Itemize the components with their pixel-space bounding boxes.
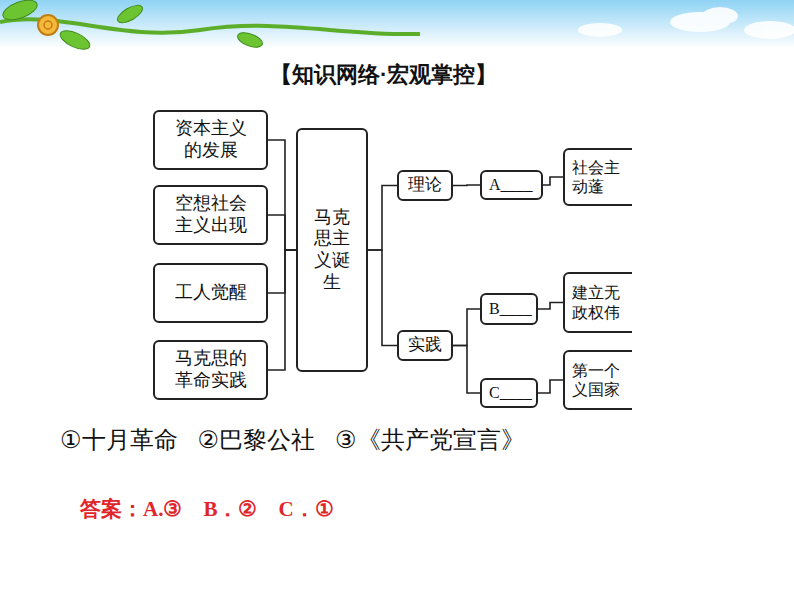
- node-text: 资本主义的发展: [173, 118, 249, 161]
- blank-box: C____: [480, 378, 538, 408]
- bracket-connector: [268, 250, 296, 293]
- node-text: 理论: [408, 175, 442, 195]
- bracket-connector: [368, 186, 397, 251]
- result-box: 建立无 政权伟: [563, 272, 632, 333]
- leaves: [0, 0, 264, 53]
- bracket-connector: [268, 250, 296, 370]
- central-box: 马克思主义诞生: [296, 128, 368, 372]
- node-text: B____: [489, 299, 532, 318]
- diagram-area: 资本主义的发展空想社会主义出现工人觉醒马克思的革命实践 马克思主义诞生 理论 A___…: [145, 100, 632, 412]
- slide-title: 【知识网络·宏观掌控】: [270, 60, 497, 90]
- node-text: A____: [489, 175, 533, 194]
- node-text: 马克思的革命实践: [173, 348, 249, 391]
- node-text: 建立无 政权伟: [572, 283, 622, 321]
- node-text: 实践: [408, 335, 442, 355]
- snail: [38, 15, 58, 35]
- cause-box: 工人觉醒: [153, 263, 268, 323]
- node-text: 社会主 动蓬: [572, 158, 622, 196]
- option-label: ①十月革命: [60, 424, 178, 456]
- result-box: 第一个 义国家: [563, 350, 632, 410]
- bracket-connector: [268, 140, 296, 250]
- cause-box: 资本主义的发展: [153, 110, 268, 170]
- bracket-connector: [368, 250, 397, 346]
- cause-box: 马克思的革命实践: [153, 340, 268, 400]
- branch-box: 实践: [397, 330, 453, 361]
- cause-box: 空想社会主义出现: [153, 185, 268, 245]
- node-text: 空想社会主义出现: [173, 193, 249, 236]
- bracket-connector: [268, 215, 296, 250]
- bracket-connector: [538, 303, 563, 310]
- node-text: 第一个 义国家: [572, 361, 622, 399]
- blank-box: A____: [480, 170, 543, 200]
- option-label: ③《共产党宣言》: [335, 424, 525, 456]
- sky-band: [0, 0, 794, 48]
- node-text: 马克思主义诞生: [313, 207, 351, 293]
- bracket-connector: [543, 177, 563, 185]
- node-text: 工人觉醒: [173, 282, 249, 304]
- result-box: 社会主 动蓬: [563, 148, 632, 206]
- bracket-connector: [453, 346, 480, 394]
- bracket-connector: [453, 309, 480, 346]
- option-label: ②巴黎公社: [198, 424, 316, 456]
- option-row: ①十月革命 ②巴黎公社 ③《共产党宣言》: [60, 424, 525, 456]
- blank-box: B____: [480, 293, 538, 325]
- node-text: C____: [489, 383, 532, 402]
- bracket-connector: [538, 380, 563, 393]
- branch-box: 理论: [397, 170, 453, 201]
- bracket-connector: [453, 184, 480, 186]
- answer-text: 答案：A.③ B．② C．①: [80, 495, 334, 523]
- clouds: [578, 7, 794, 39]
